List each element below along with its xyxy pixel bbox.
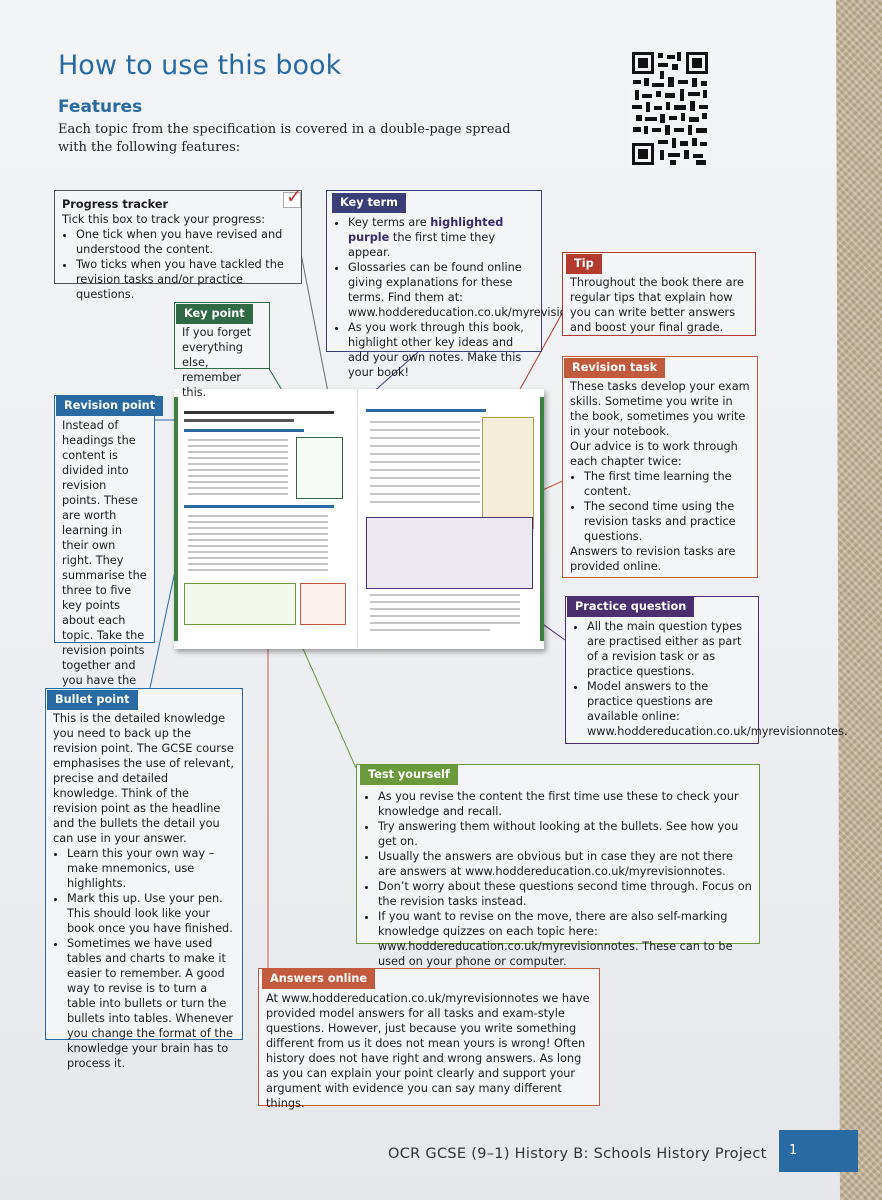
list-item: As you work through this book, highlight… (348, 320, 534, 380)
key-point-text: If you forget everything else, remember … (182, 326, 252, 399)
qr-code-icon (630, 50, 710, 167)
list-item: All the main question types are practise… (587, 619, 751, 679)
section-heading: Features (58, 97, 143, 117)
sample-spread-thumbnail (174, 389, 544, 649)
list-item: Don’t worry about these questions second… (378, 879, 752, 909)
test-yourself-label: Test yourself (360, 765, 458, 785)
practice-question-label: Practice question (567, 597, 695, 617)
list-item: Key terms are highlighted purple the fir… (348, 215, 534, 260)
list-item: Mark this up. Use your pen. This should … (67, 891, 235, 936)
page-title: How to use this book (58, 50, 342, 81)
revision-point-label: Revision point (56, 396, 164, 416)
bullet-point-label: Bullet point (47, 690, 138, 710)
list-item: Two ticks when you have tackled the revi… (76, 257, 294, 302)
list-item: Try answering them without looking at th… (378, 819, 752, 849)
list-item: Glossaries can be found online giving ex… (348, 260, 666, 320)
practice-question-box: All the main question types are practise… (565, 596, 848, 744)
progress-tracker-box: Progress tracker Tick this box to track … (54, 190, 302, 301)
progress-tracker-intro: Tick this box to track your progress: (62, 213, 266, 226)
revision-point-box: Instead of headings the content is divid… (54, 395, 155, 717)
bullet-point-text: This is the detailed knowledge you need … (53, 712, 234, 845)
progress-tracker-heading: Progress tracker (62, 198, 169, 211)
revision-task-answers: Answers to revision tasks are provided o… (570, 545, 736, 573)
revision-task-box: These tasks develop your exam skills. So… (562, 356, 758, 578)
answers-online-box: At www.hoddereducation.co.uk/myrevisionn… (258, 968, 600, 1110)
key-term-box: Key terms are highlighted purple the fir… (326, 190, 666, 379)
list-item: Learn this your own way – make mnemonics… (67, 846, 235, 891)
footer-book-title: OCR GCSE (9–1) History B: Schools Histor… (388, 1146, 767, 1162)
highlighted-text: highlighted purple (348, 216, 504, 244)
list-item: Usually the answers are obvious but in c… (378, 849, 752, 879)
key-term-label: Key term (332, 193, 406, 213)
page-number: 1 (779, 1130, 858, 1172)
test-yourself-box: As you revise the content the first time… (356, 764, 760, 968)
revision-task-label: Revision task (564, 358, 666, 378)
tick-icon: ✓ (286, 186, 302, 208)
revision-task-advice: Our advice is to work through each chapt… (570, 440, 738, 468)
list-item: Model answers to the practice questions … (587, 679, 848, 739)
bullet-point-box: This is the detailed knowledge you need … (45, 688, 243, 1070)
list-item: The second time using the revision tasks… (584, 499, 750, 544)
answers-online-text: At www.hoddereducation.co.uk/myrevisionn… (266, 992, 590, 1110)
list-item: As you revise the content the first time… (378, 789, 752, 819)
tip-text: Throughout the book there are regular ti… (570, 276, 744, 334)
progress-checkbox[interactable] (283, 192, 301, 208)
revision-point-text: Instead of headings the content is divid… (62, 419, 147, 717)
tip-label: Tip (566, 254, 602, 274)
key-point-label: Key point (176, 304, 253, 324)
answers-online-label: Answers online (262, 969, 376, 989)
tip-box: Throughout the book there are regular ti… (562, 252, 756, 336)
list-item: One tick when you have revised and under… (76, 227, 294, 257)
revision-task-text: These tasks develop your exam skills. So… (570, 380, 750, 438)
list-item: The first time learning the content. (584, 469, 750, 499)
intro-paragraph: Each topic from the specification is cov… (58, 122, 511, 155)
list-item: If you want to revise on the move, there… (378, 909, 752, 969)
list-item: Sometimes we have used tables and charts… (67, 936, 235, 1071)
progress-tracker-list: One tick when you have revised and under… (62, 227, 294, 302)
